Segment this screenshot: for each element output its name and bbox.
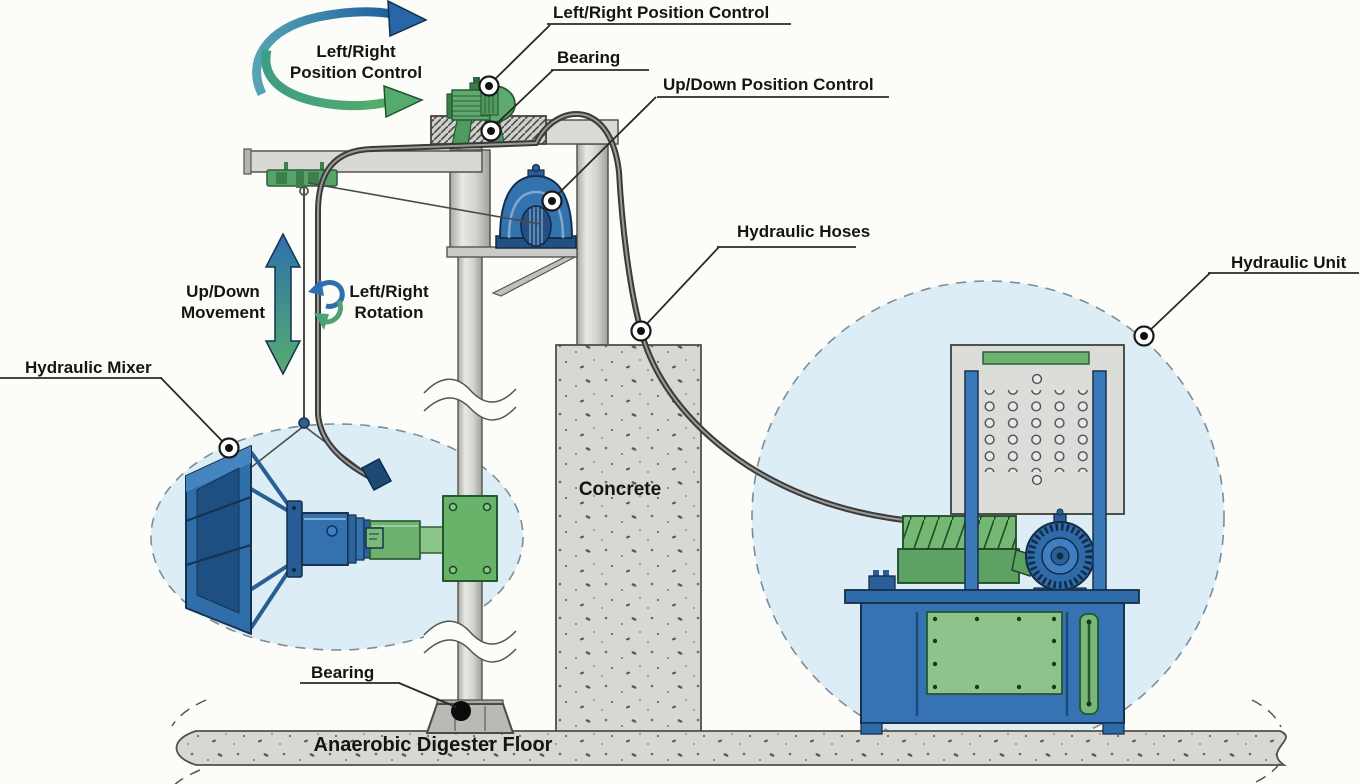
callout-bearing-top: Bearing xyxy=(557,48,621,67)
mast-break-upper xyxy=(423,378,517,421)
arrow-label-position-control-line2: Position Control xyxy=(289,63,423,82)
callout-up-down-position-control: Up/Down Position Control xyxy=(663,75,874,94)
shelf-brace xyxy=(491,256,576,297)
arrow-label-left-right-rotation-line2: Rotation xyxy=(354,303,424,322)
left-right-rotation-icon xyxy=(308,279,345,330)
callout-hydraulic-hoses: Hydraulic Hoses xyxy=(737,222,871,241)
arrow-label-up-down-movement-line2: Movement xyxy=(180,303,266,322)
hydraulic-mixer xyxy=(185,445,498,635)
support-pillar xyxy=(576,143,609,349)
cable-knob xyxy=(298,417,310,429)
mast-break-lower xyxy=(423,620,517,663)
concrete-pedestal xyxy=(555,344,702,734)
callout-dots xyxy=(218,75,1155,459)
tank-access-panel xyxy=(926,611,1063,695)
panel-rail-right xyxy=(1092,370,1107,598)
hose-fitting xyxy=(360,457,393,492)
up-down-arrow xyxy=(264,232,302,376)
arrow-label-up-down-movement-line1: Up/Down xyxy=(186,282,260,301)
oil-tank xyxy=(844,589,1140,735)
callout-hydraulic-unit: Hydraulic Unit xyxy=(1231,253,1347,272)
winch-motor xyxy=(495,163,577,249)
left-right-position-arrow xyxy=(252,0,428,119)
davit-beam xyxy=(243,148,483,175)
label-anaerobic-digester-floor: Anaerobic Digester Floor xyxy=(313,734,553,756)
mast-base xyxy=(425,699,515,734)
panel-rail-left xyxy=(964,370,979,598)
label-concrete: Concrete xyxy=(578,479,662,500)
callout-lines xyxy=(0,23,1359,708)
callout-left-right-position-control: Left/Right Position Control xyxy=(553,3,770,22)
hydraulic-hose xyxy=(315,111,907,523)
bottom-bearing-dot xyxy=(451,701,471,721)
arrow-label-position-control: Left/Right Position Control xyxy=(290,41,422,83)
callout-hydraulic-mixer: Hydraulic Mixer xyxy=(25,358,152,377)
arrow-label-left-right-rotation: Left/Right Rotation xyxy=(349,281,428,323)
callout-bearing-bottom: Bearing xyxy=(311,663,375,682)
arrow-label-position-control-line1: Left/Right xyxy=(316,42,396,61)
arrow-label-up-down-movement: Up/Down Movement xyxy=(181,281,265,323)
arrow-label-left-right-rotation-line1: Left/Right xyxy=(349,282,429,301)
floor xyxy=(171,699,1287,784)
hydraulic-unit xyxy=(844,344,1140,735)
